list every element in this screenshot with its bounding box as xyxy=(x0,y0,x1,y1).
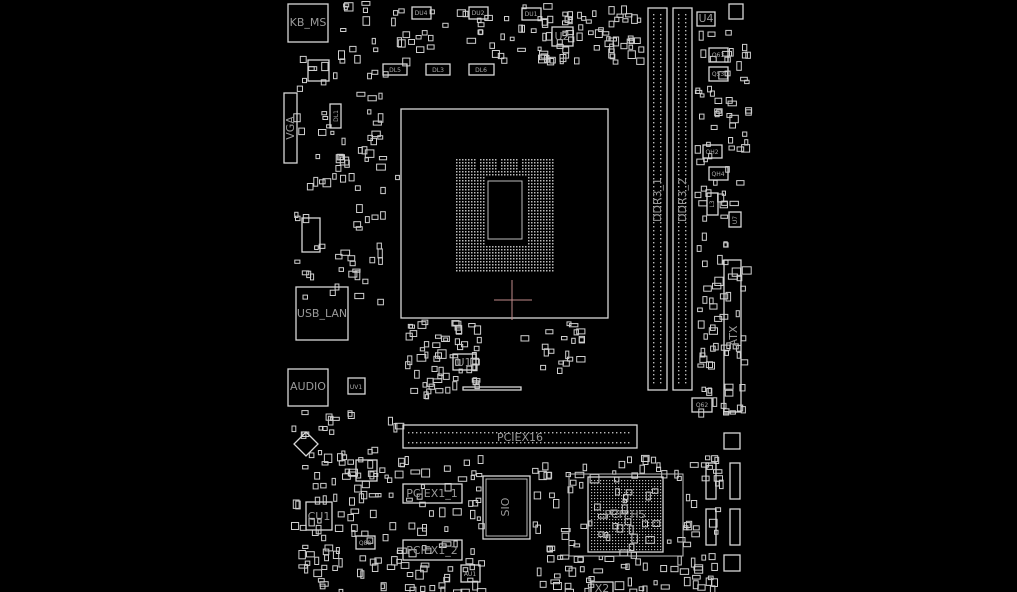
ic-outline xyxy=(723,554,741,572)
du1-part[interactable]: DU1 xyxy=(521,7,542,21)
smd-pads xyxy=(291,1,753,592)
ic-outline xyxy=(355,459,378,482)
usb-lan-label: USB_LAN xyxy=(297,307,347,320)
du2-part[interactable]: DU2 xyxy=(468,6,489,20)
dl3-part[interactable]: DL3 xyxy=(425,63,451,76)
cpu-socket[interactable] xyxy=(400,108,609,320)
trace-bar xyxy=(462,386,522,391)
q53-label: Q53 xyxy=(712,71,725,78)
ic-outline xyxy=(723,432,741,450)
ddr3-1-label: DDR3_1 xyxy=(651,178,664,222)
du4-label: DU4 xyxy=(415,10,428,17)
dl5-part[interactable]: DL5 xyxy=(382,63,408,76)
audio-label: AUDIO xyxy=(290,380,326,393)
connector-outline xyxy=(705,508,717,546)
au1-chip[interactable]: AU1 xyxy=(460,564,481,583)
ddr3-2-label: DDR3_2 xyxy=(676,178,689,222)
u2-label: U2 xyxy=(554,30,569,43)
qh2-label: QH2 xyxy=(705,149,718,156)
q63-label: Q63 xyxy=(712,52,725,59)
q63-part[interactable]: Q63 xyxy=(708,47,729,63)
cu1-label: CU1 xyxy=(308,510,331,523)
u7-part[interactable]: U7 xyxy=(728,211,742,228)
x2-crystal[interactable]: X2 xyxy=(590,581,614,592)
connector-outline xyxy=(729,508,741,546)
usb-lan-connector[interactable]: USB_LAN xyxy=(295,286,349,341)
ddr3-2-slot[interactable]: DDR3_2 xyxy=(672,7,693,391)
vga-connector[interactable]: VGA xyxy=(283,92,298,164)
cu1-chip[interactable]: CU1 xyxy=(305,501,333,531)
ic-outline xyxy=(301,217,321,253)
dl6-label: DL6 xyxy=(475,67,487,74)
q53-part[interactable]: Q53 xyxy=(708,66,729,82)
u1-label: U1 xyxy=(456,356,471,369)
qh2-part[interactable]: QH2 xyxy=(702,144,723,159)
connector-outline xyxy=(705,462,717,500)
pch-chip[interactable]: PCH HS xyxy=(568,473,684,557)
ic-outline xyxy=(728,3,744,20)
dl5-label: DL5 xyxy=(389,67,401,74)
kb-ms-label: KB_MS xyxy=(290,16,327,29)
q62-part[interactable]: Q62 xyxy=(691,397,713,413)
audio-connector[interactable]: AUDIO xyxy=(287,368,329,407)
pciex1-1-label: PCIEX1_1 xyxy=(406,487,458,500)
pciex16-slot[interactable]: PCIEX16 xyxy=(402,424,638,449)
u4-chip[interactable]: U4 xyxy=(696,11,716,27)
uv1-chip[interactable]: UV1 xyxy=(347,377,366,395)
q88-label: Q88 xyxy=(359,540,372,547)
du1-label: DU1 xyxy=(525,11,538,18)
kb-ms-connector[interactable]: KB_MS xyxy=(287,3,329,43)
atx-label: ATX xyxy=(727,325,740,346)
ic-outline xyxy=(307,59,330,82)
u1-chip[interactable]: U1 xyxy=(452,353,477,371)
ddr3-1-slot[interactable]: DDR3_1 xyxy=(647,7,668,391)
dl1-part[interactable]: DL1 xyxy=(329,103,342,129)
pciex1-1-slot[interactable]: PCIEX1_1 xyxy=(402,483,463,504)
du4-part[interactable]: DU4 xyxy=(411,6,432,20)
u4-label: U4 xyxy=(698,12,713,25)
au1-label: AU1 xyxy=(464,571,476,578)
pch-label: PCH HS xyxy=(604,508,645,521)
dl6-part[interactable]: DL6 xyxy=(468,63,495,76)
l3-label: L3 xyxy=(709,200,716,207)
x2-label: X2 xyxy=(595,582,610,592)
atx-power-connector[interactable]: ATX xyxy=(723,259,742,413)
sio-chip[interactable]: SIO xyxy=(482,475,531,540)
sio-label: SIO xyxy=(499,497,512,516)
u2-chip[interactable]: U2 xyxy=(551,26,574,47)
l3-inductor[interactable]: L3 xyxy=(706,192,719,216)
cpu-pin-grid xyxy=(456,159,554,272)
qh4-part[interactable]: QH4 xyxy=(708,166,729,181)
rotated-ic xyxy=(293,431,319,457)
vga-label: VGA xyxy=(284,116,297,140)
connector-outline xyxy=(729,462,741,500)
qh4-label: QH4 xyxy=(711,171,724,178)
pciex1-2-label: PCIEX1_2 xyxy=(406,544,458,557)
du2-label: DU2 xyxy=(472,10,485,17)
uv1-label: UV1 xyxy=(350,384,362,391)
dl1-label: DL1 xyxy=(333,110,340,122)
pciex1-2-slot[interactable]: PCIEX1_2 xyxy=(402,539,463,561)
pch-ball-grid xyxy=(591,480,662,551)
dl3-label: DL3 xyxy=(432,67,444,74)
q88-part[interactable]: Q88 xyxy=(355,535,376,550)
q62-label: Q62 xyxy=(696,402,709,409)
pciex16-label: PCIEX16 xyxy=(497,431,543,444)
u7-label: U7 xyxy=(732,216,739,224)
